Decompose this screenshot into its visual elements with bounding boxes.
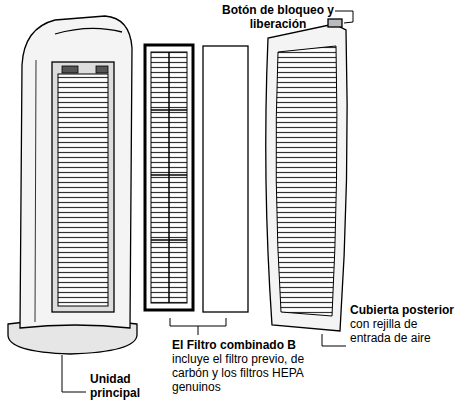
- combo-filter: [145, 45, 193, 310]
- leader-lines: [62, 11, 353, 392]
- hepa-filter: [203, 46, 248, 312]
- main-unit: [8, 16, 137, 354]
- back-cover: [266, 19, 347, 331]
- part-label: Botón de bloqueo y liberación: [222, 3, 334, 31]
- part-note: con rejilla de entrada de aire: [350, 317, 450, 345]
- part-note: incluye el filtro previo, de carbón y lo…: [172, 352, 307, 394]
- part-label: Cubierta posterior: [350, 303, 474, 317]
- part-label: Unidad principal: [90, 372, 152, 400]
- part-label: El Filtro combinado B: [172, 338, 322, 352]
